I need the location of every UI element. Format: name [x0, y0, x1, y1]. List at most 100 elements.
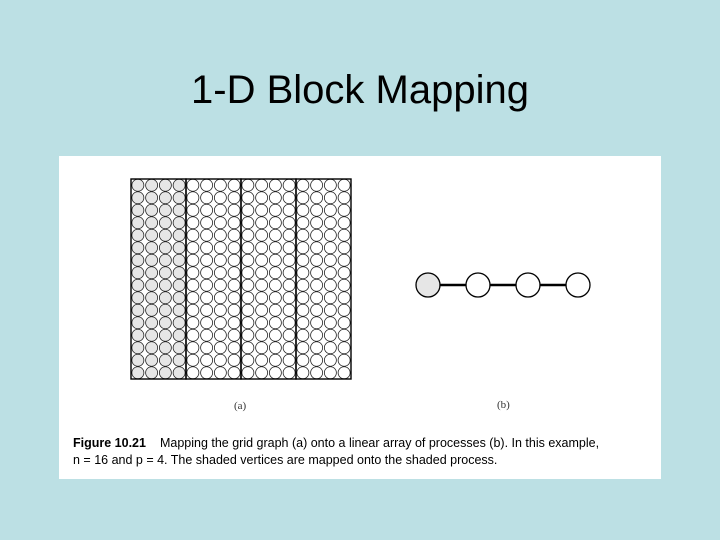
- grid-vertex: [200, 253, 214, 267]
- grid-vertex: [255, 191, 269, 205]
- grid-vertex: [310, 316, 324, 330]
- grid-vertex-shaded: [172, 278, 186, 292]
- grid-vertex: [227, 291, 241, 305]
- grid-vertex: [282, 316, 296, 330]
- grid-vertex: [310, 178, 324, 192]
- grid-vertex: [268, 341, 282, 355]
- grid-vertex: [241, 328, 255, 342]
- subfigure-b-label: (b): [497, 399, 510, 411]
- grid-graph: [130, 178, 352, 380]
- grid-vertex: [213, 203, 227, 217]
- grid-vertex: [200, 303, 214, 317]
- grid-vertex: [323, 241, 337, 255]
- grid-vertex: [268, 328, 282, 342]
- grid-vertex-shaded: [158, 328, 172, 342]
- grid-vertex: [296, 366, 310, 380]
- grid-vertex: [255, 291, 269, 305]
- grid-vertex: [200, 353, 214, 367]
- grid-vertex: [323, 341, 337, 355]
- grid-vertex: [200, 278, 214, 292]
- grid-vertex-shaded: [145, 266, 159, 280]
- grid-vertex: [310, 278, 324, 292]
- grid-vertex-shaded: [131, 178, 145, 192]
- grid-vertex: [186, 341, 200, 355]
- grid-vertex: [323, 353, 337, 367]
- grid-vertex: [296, 341, 310, 355]
- grid-vertex: [310, 366, 324, 380]
- grid-vertex: [213, 266, 227, 280]
- grid-vertex-shaded: [131, 328, 145, 342]
- grid-vertex: [200, 191, 214, 205]
- grid-vertex: [213, 366, 227, 380]
- grid-vertex: [213, 241, 227, 255]
- grid-vertex: [255, 303, 269, 317]
- grid-vertex: [268, 366, 282, 380]
- grid-vertex-shaded: [158, 266, 172, 280]
- grid-vertex: [282, 278, 296, 292]
- grid-vertex-shaded: [158, 191, 172, 205]
- grid-vertex-shaded: [172, 353, 186, 367]
- grid-vertex: [268, 241, 282, 255]
- grid-vertex: [186, 316, 200, 330]
- grid-vertex: [323, 178, 337, 192]
- grid-vertex: [323, 216, 337, 230]
- grid-vertex: [282, 178, 296, 192]
- grid-vertex-shaded: [131, 316, 145, 330]
- grid-vertex: [241, 291, 255, 305]
- grid-vertex: [268, 216, 282, 230]
- process-node-shaded: [415, 272, 441, 298]
- grid-vertex: [200, 266, 214, 280]
- grid-vertex-shaded: [158, 303, 172, 317]
- process-node: [465, 272, 491, 298]
- grid-vertex-shaded: [145, 191, 159, 205]
- grid-vertex-shaded: [172, 303, 186, 317]
- grid-vertex: [255, 366, 269, 380]
- grid-vertex: [186, 241, 200, 255]
- grid-vertex: [337, 353, 351, 367]
- grid-vertex: [282, 191, 296, 205]
- grid-vertex: [255, 241, 269, 255]
- grid-vertex: [241, 316, 255, 330]
- process-node: [565, 272, 591, 298]
- grid-vertex: [241, 241, 255, 255]
- process-block-border: [295, 178, 352, 380]
- grid-vertex: [323, 291, 337, 305]
- grid-vertex: [296, 278, 310, 292]
- grid-vertex: [296, 216, 310, 230]
- grid-vertex: [268, 178, 282, 192]
- grid-vertex: [282, 228, 296, 242]
- grid-vertex: [310, 266, 324, 280]
- grid-vertex: [227, 303, 241, 317]
- grid-vertex: [227, 203, 241, 217]
- grid-vertex-shaded: [131, 253, 145, 267]
- grid-vertex: [310, 203, 324, 217]
- grid-vertex: [227, 216, 241, 230]
- grid-vertex: [241, 203, 255, 217]
- grid-vertex: [337, 366, 351, 380]
- grid-vertex: [200, 228, 214, 242]
- grid-vertex: [282, 328, 296, 342]
- grid-vertex: [241, 228, 255, 242]
- grid-vertex: [255, 316, 269, 330]
- grid-vertex: [213, 316, 227, 330]
- grid-vertex: [200, 366, 214, 380]
- grid-vertex: [337, 203, 351, 217]
- grid-vertex-shaded: [158, 228, 172, 242]
- grid-vertex-shaded: [172, 191, 186, 205]
- grid-vertex: [296, 316, 310, 330]
- caption-label: Figure 10.21: [73, 436, 146, 450]
- grid-vertex: [337, 216, 351, 230]
- grid-vertex-shaded: [145, 278, 159, 292]
- grid-vertex: [323, 266, 337, 280]
- grid-vertex-shaded: [172, 366, 186, 380]
- grid-vertex: [268, 278, 282, 292]
- grid-vertex: [323, 316, 337, 330]
- grid-vertex: [200, 241, 214, 255]
- grid-vertex: [255, 341, 269, 355]
- grid-vertex-shaded: [158, 241, 172, 255]
- grid-vertex: [227, 316, 241, 330]
- grid-vertex: [282, 266, 296, 280]
- grid-vertex: [310, 228, 324, 242]
- grid-vertex: [268, 353, 282, 367]
- grid-vertex: [186, 366, 200, 380]
